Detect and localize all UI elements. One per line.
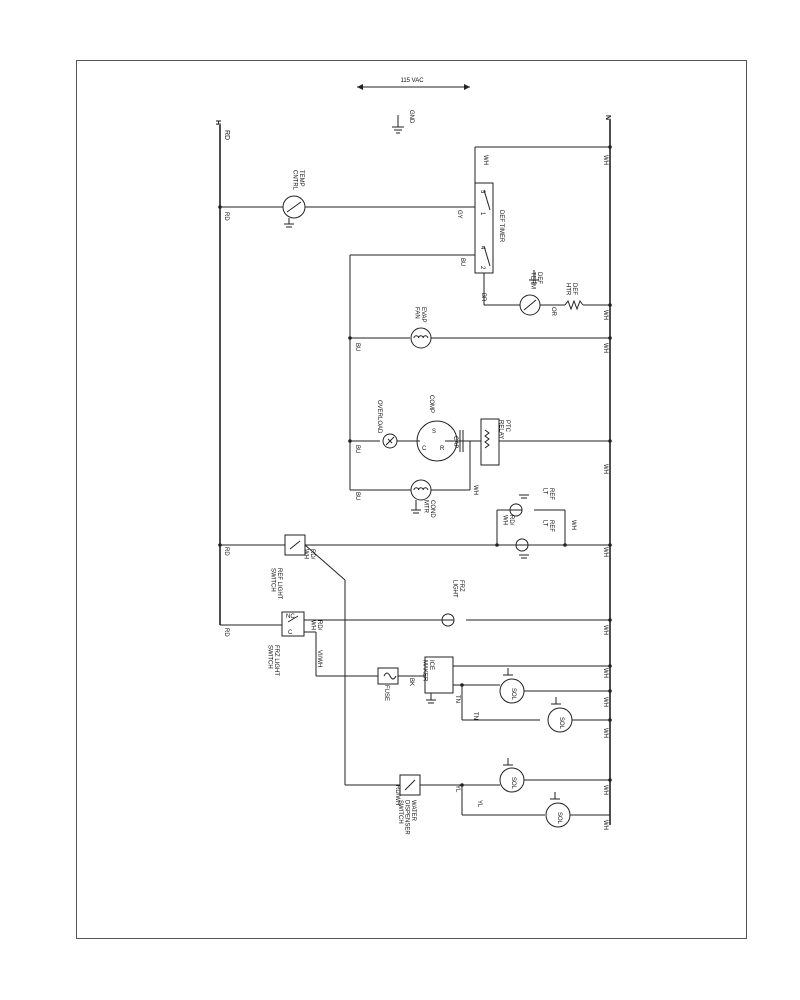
comp-terminal-r: R [440,446,445,452]
power-rails: H N RD [214,115,611,825]
wire-label-vi-wh: VI/WH [316,650,322,667]
voltage-indicator: 115 VAC [357,78,470,90]
water-dispenser-circuit: SOL SOL RD/WH WATERDISPENSERSWITCH YL YL… [394,758,610,835]
freezer-light: NC C FRZLIGHT FRZ LIGHTSWITCH RD RD/WH W… [220,580,610,676]
cap-label: CAP [452,436,458,448]
ice-maker-circuit: ICEMAKER FUSE VI/WH BK TN TN [304,631,610,721]
wire-label-yl-2: YL [476,800,482,808]
wire-label-tn-1: TN [454,695,460,703]
hot-label: H [214,120,221,125]
compressor-circuit: S R C OVERLOAD COMP PTCRELAY CAP BU WH [350,395,610,491]
frz-light-label: FRZLIGHT [451,580,464,598]
temp-control-label: TEMPCNTRL [291,170,304,191]
evap-fan: EVAPFAN BU WH [350,307,610,353]
wire-label-bk: BK [408,678,414,686]
wire-label-wh-frz: WH [602,625,608,635]
wire-label-rd-temp: RD [223,212,229,221]
wire-label-or: OR [550,307,556,317]
junction-dots [218,145,612,787]
defrost-terminator-heater: DEFTERM DEFHTR BR OR WH [480,270,610,320]
wire-label-wh-sol-2: WH [602,697,608,707]
ground-symbol: GND [392,110,414,134]
neutral-label: N [604,115,611,120]
wire-label-rd-wh-frz: RD/WH [309,620,322,631]
sol-label-1: SOL [510,688,516,701]
timer-terminal-2: 2 [479,266,485,270]
wire-label-wh-timer-n: WH [602,155,608,165]
wire-label-wh-cond: WH [472,485,478,495]
wire-label-wh-sol-1: WH [602,668,608,678]
sol-label-4: SOL [556,812,562,825]
wire-label-rd-frz: RD [223,628,229,637]
wire-label-wh-fan: WH [602,343,608,353]
wire-label-wh-light-n: WH [602,547,608,557]
wire-label-wh-htr: WH [602,310,608,320]
voltage-label: 115 VAC [400,78,424,84]
wire-label-tn-2: TN [472,712,478,720]
wire-label-gy: GY [456,210,462,219]
wire-label-wh-sol-5: WH [602,820,608,830]
ice-solenoids: SOL SOL WH WH WH [499,668,610,738]
evap-fan-label: EVAPFAN [413,307,426,323]
frz-switch-nc: NC [286,614,295,620]
ref-lt-label-lower: REFLT [541,520,554,532]
defrost-timer: 3 1 4 2 DEF TIMER WH WH BU [349,146,610,490]
def-term-label: DEFTERM [529,272,542,289]
water-dispenser-switch-label: WATERDISPENSERSWITCH [397,800,416,835]
comp-terminal-s: S [432,429,436,435]
wire-label-bu-timer: BU [459,258,465,266]
cond-mtr-label: CONDMTR [422,500,435,518]
comp-terminal-c: C [422,446,427,452]
wire-label-rd-wh-light: RD/WH [501,515,514,526]
dispenser-feed [304,544,400,786]
ptc-relay-label: PTCRELAY [497,420,510,439]
timer-terminal-3: 3 [479,190,485,194]
wire-label-wh-comp: WH [602,464,608,474]
frz-light-switch-label: FRZ LIGHTSWITCH [266,645,279,676]
refrigerator-lights: REFLT REFLT RD/WH WH RD RD/WH WH REF LIG… [220,488,610,600]
ref-lt-label-upper: REFLT [541,488,554,500]
ice-maker-label: ICEMAKER [421,660,434,682]
wire-label-br: BR [480,293,486,302]
wire-label-rd-wh-switch: RD/WH [302,549,315,560]
timer-terminal-4: 4 [479,246,485,250]
timer-terminal-1: 1 [479,212,485,216]
wire-label-bu-comp: BU [354,445,360,453]
diagram-border [76,60,747,939]
wire-label-wh-sol-3: WH [602,728,608,738]
condenser-motor: CONDMTR BU WH [350,479,478,518]
wire-label-yl-1: YL [454,785,460,793]
def-timer-label: DEF TIMER [498,210,504,243]
ground-label: GND [408,110,414,124]
sol-label-2: SOL [558,717,564,730]
def-htr-label: DEFHTR [564,283,577,296]
sol-label-3: SOL [510,777,516,790]
overload-label: OVERLOAD [376,400,382,434]
temp-control: TEMPCNTRL RD GY [220,170,475,228]
wire-label-bu-fan: BU [354,343,360,351]
comp-label: COMP [428,395,434,413]
wire-label-wh-light: WH [570,520,576,530]
ref-light-switch-label: REF LIGHTSWITCH [269,568,282,600]
fuse-label: FUSE [383,685,389,701]
wire-label-wh-timer: WH [482,155,488,165]
wire-label-bu-cond: BU [354,492,360,500]
frz-switch-c: C [288,630,293,636]
wire-label-rd-top: RD [223,130,230,140]
wire-label-rd-wh-disp: RD/WH [394,785,400,805]
wire-label-rd-light: RD [223,547,229,556]
wire-label-wh-sol-4: WH [602,785,608,795]
